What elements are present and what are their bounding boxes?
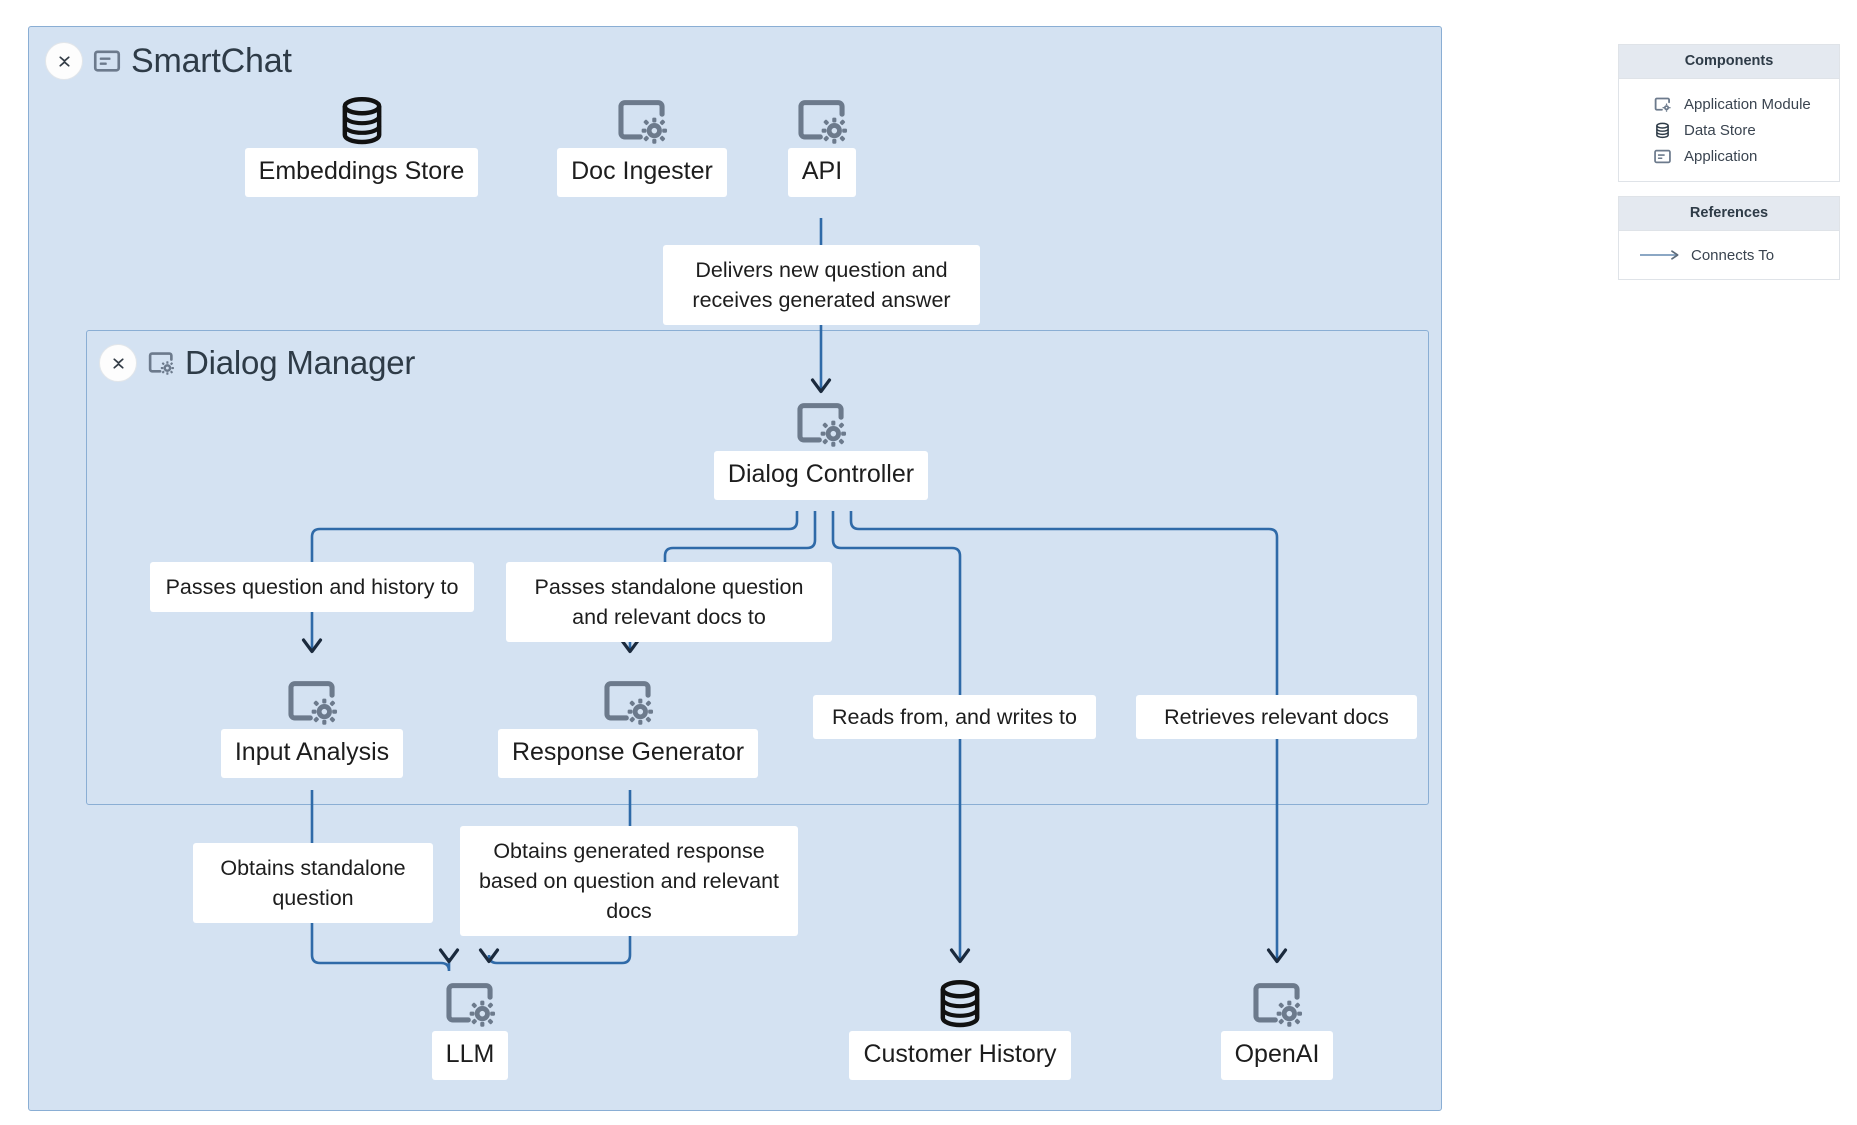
legend-panel-references: References Connects To [1618,196,1840,280]
node-response-generator[interactable]: Response Generator [463,673,793,778]
group-dialog-manager-title: Dialog Manager [185,344,416,381]
application-module-icon [288,681,338,725]
application-module-icon [798,100,848,144]
data-store-icon [940,980,980,1028]
data-store-icon [342,97,381,145]
application-module-icon [618,100,668,144]
application-module-icon [604,681,654,725]
application-module-icon [148,352,174,375]
legend-references-body: Connects To [1619,231,1839,279]
group-smartchat-title: SmartChat [131,41,292,80]
node-label-dialog-controller: Dialog Controller [713,451,929,500]
application-icon [93,50,121,72]
legend-label-data-store: Data Store [1684,121,1756,139]
legend-sidebar: Components [1618,44,1840,280]
node-label-doc-ingester: Doc Ingester [557,148,727,197]
legend-label-application-module: Application Module [1684,95,1811,113]
group-smartchat-header: SmartChat [45,37,292,85]
node-label-response-generator: Response Generator [497,729,759,778]
legend-label-application: Application [1684,147,1758,165]
edge-label-controller-to-customer-history: Reads from, and writes to [813,695,1096,739]
legend-components-title: Components [1619,45,1839,79]
legend-item-connects-to[interactable]: Connects To [1619,243,1839,267]
node-label-input-analysis: Input Analysis [220,729,404,778]
collapse-toggle-dialog-manager[interactable] [99,344,137,382]
collapse-toggle-smartchat[interactable] [45,42,83,80]
application-module-icon [446,983,496,1027]
legend-label-connects-to: Connects To [1691,246,1775,264]
node-embeddings-store[interactable]: Embeddings Store [214,92,509,197]
legend-item-data-store[interactable]: Data Store [1619,117,1839,143]
node-openai[interactable]: OpenAI [1206,975,1348,1080]
edge-label-input-analysis-to-llm: Obtains standalone question [193,843,433,923]
node-label-llm: LLM [431,1031,509,1080]
node-doc-ingester[interactable]: Doc Ingester [535,92,749,197]
legend-item-application[interactable]: Application [1619,143,1839,169]
collapse-chevrons-icon [112,357,124,369]
legend-components-body: Application Module Data Store [1619,79,1839,181]
node-label-customer-history: Customer History [849,1031,1071,1080]
data-store-icon [1651,121,1673,140]
edge-label-controller-to-openai: Retrieves relevant docs [1136,695,1417,739]
legend-item-application-module[interactable]: Application Module [1619,91,1839,117]
edge-label-response-generator-to-llm: Obtains generated response based on ques… [460,826,798,936]
group-dialog-manager-header: Dialog Manager [99,339,415,387]
node-label-embeddings-store: Embeddings Store [244,148,479,197]
node-dialog-controller[interactable]: Dialog Controller [684,395,958,500]
edge-label-api-to-controller: Delivers new question and receives gener… [663,245,980,325]
legend-references-title: References [1619,197,1839,231]
application-module-icon [1651,95,1673,114]
node-input-analysis[interactable]: Input Analysis [198,673,426,778]
node-llm[interactable]: LLM [425,975,515,1080]
application-module-icon [797,403,847,447]
collapse-chevrons-icon [58,55,70,67]
node-api[interactable]: API [783,92,861,197]
application-icon [1651,147,1673,166]
node-label-openai: OpenAI [1220,1031,1334,1080]
application-module-icon [1253,983,1303,1027]
edge-label-controller-to-response-generator: Passes standalone question and relevant … [506,562,832,642]
legend-panel-components: Components [1618,44,1840,182]
edge-label-controller-to-input-analysis: Passes question and history to [150,562,474,612]
node-label-api: API [787,148,857,197]
node-customer-history[interactable]: Customer History [818,975,1102,1080]
connects-to-arrow-icon [1639,249,1683,261]
